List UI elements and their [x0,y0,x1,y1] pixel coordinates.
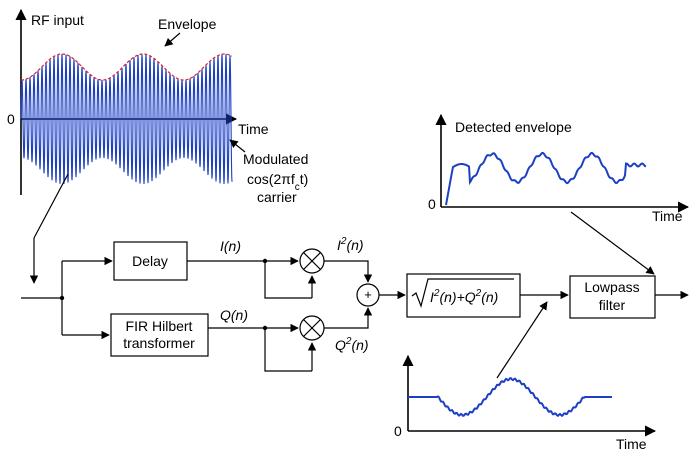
detected-time-label: Time [652,208,683,224]
bottom-envelope-curve [408,377,612,418]
q2-wire [324,307,373,329]
multiplier-x-icon [303,252,321,270]
i-label-base: I [220,238,224,254]
sqrt-q-exp: 2 [475,288,482,299]
carrier-cos-text: cos(2πf [247,171,295,187]
delay-block [113,241,188,281]
bottom-time-label: Time [616,436,647,452]
q-label-arg: (n) [231,307,248,323]
detected-zero-label: 0 [428,196,436,212]
sqrt-block [406,273,521,318]
lowpass-block [569,275,656,319]
i-label-arg: (n) [224,238,241,254]
adder-plus-icon: + [364,287,372,302]
q-label-base: Q [220,307,231,323]
q2-arg: (n) [351,337,368,353]
lowpass-label-line2: filter [599,297,626,313]
block-diagram: Delay FIR Hilbert transformer I(n) Q(n) … [21,236,689,372]
detected-envelope-panel: Detected envelope 0 Time [428,113,690,224]
bottom-envelope-panel: 0 Time [394,354,657,452]
rf-to-input-line-a [33,173,69,239]
q-branch-wire [264,328,312,372]
q-label: Q(n) [220,307,248,323]
rf-input-label: RF input [31,12,84,28]
sqrt-i: I [430,289,434,305]
i-branch-wire [264,261,312,299]
i2-base: I [337,237,341,253]
i2-wire [324,260,373,283]
carrier-label-line1: Modulated [243,151,308,167]
q2-exp: 2 [345,336,352,347]
sqrt-mid: (n)+Q [439,289,475,305]
i-label: I(n) [220,238,241,254]
sqrt-tail: (n) [481,289,498,305]
hilbert-block [110,313,209,357]
sqrt-i-exp: 2 [433,288,440,299]
lowpass-to-detected-arrow [570,211,655,275]
carrier-label-line2: cos(2πfct) [247,171,308,193]
i2-label: I2(n) [337,236,364,253]
carrier-tail: t) [300,171,309,187]
sqrt-radical-sign [411,278,514,308]
envelope-dashed-line [20,53,233,81]
hilbert-label-line2: transformer [123,335,195,351]
i2-exp: 2 [340,236,347,247]
delay-label: Delay [132,253,168,269]
q2-label: Q2(n) [335,336,369,353]
rf-carrier-waveform [20,53,233,185]
rf-time-label: Time [238,121,269,137]
rf-zero-label: 0 [7,111,15,127]
detected-envelope-label: Detected envelope [455,119,572,135]
envelope-label: Envelope [158,16,217,32]
rf-input-panel: RF input Envelope 0 Time Modulated cos(2… [7,8,308,205]
sqrt-output-pointer-arrow [496,301,548,379]
lowpass-label-line1: Lowpass [584,279,639,295]
envelope-pointer-arrow [164,32,181,47]
sqrt-expression: I2(n)+Q2(n) [430,288,498,305]
bottom-zero-label: 0 [394,423,402,439]
q2-base: Q [335,337,346,353]
detected-envelope-curve [445,151,647,206]
multiplier-x-icon [303,319,321,337]
carrier-pointer-arrow [229,139,246,153]
hilbert-label-line1: FIR Hilbert [126,318,193,334]
carrier-label-line3: carrier [257,189,297,205]
carrier-sub-c: c [295,182,300,193]
i2-arg: (n) [346,237,363,253]
